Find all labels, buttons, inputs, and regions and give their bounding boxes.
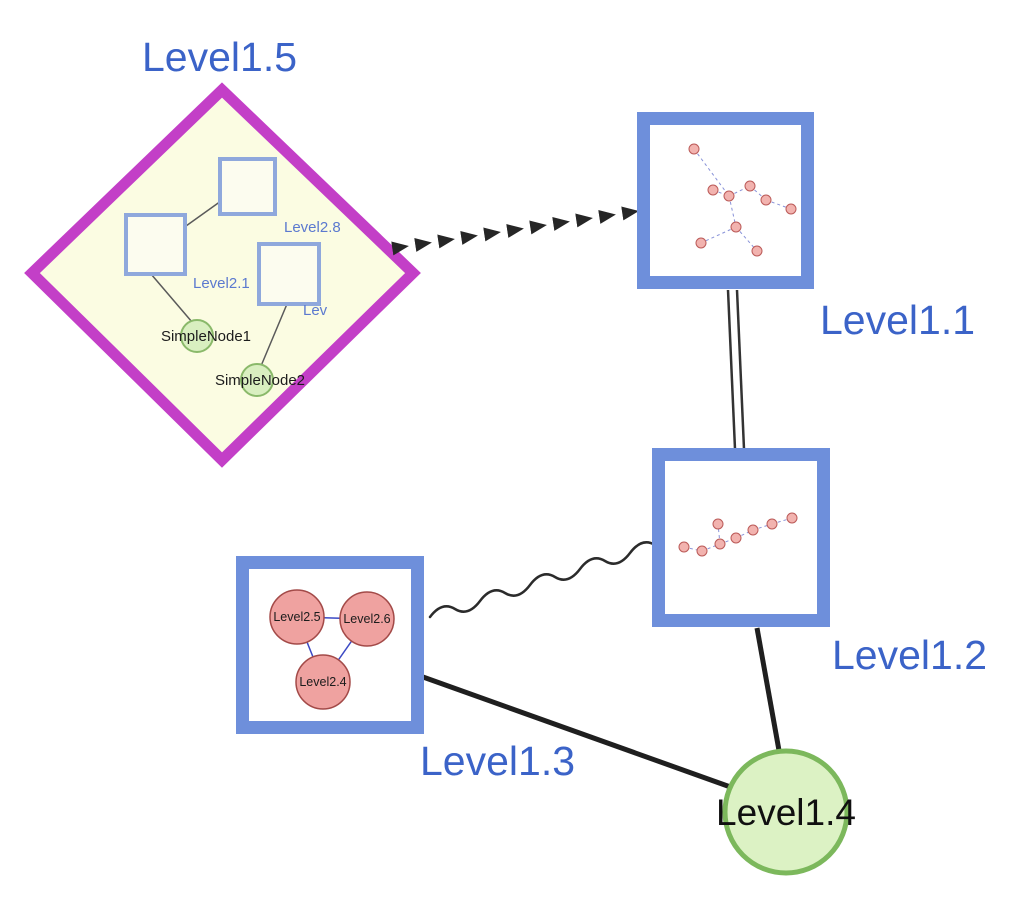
node-level1-5-diamond[interactable] bbox=[24, 82, 421, 468]
label-level2-6: Level2.6 bbox=[343, 612, 391, 626]
node-level2-5[interactable] bbox=[269, 589, 325, 645]
edge-level1-5-to-level1-1[interactable] bbox=[391, 206, 639, 256]
label-level2-8: Level2.8 bbox=[284, 219, 341, 236]
label-level1-5: Level1.5 bbox=[142, 34, 298, 80]
node-level1-1[interactable] bbox=[637, 112, 814, 289]
node-level2-4[interactable] bbox=[295, 654, 351, 710]
edge-level2-1-to-simplenode1[interactable] bbox=[150, 273, 193, 323]
label-level1-2: Level1.2 bbox=[832, 632, 988, 678]
label-simplenode1: SimpleNode1 bbox=[160, 328, 252, 345]
edge-level1-3-to-level1-4[interactable] bbox=[422, 674, 751, 797]
label-level2-4: Level2.4 bbox=[299, 675, 347, 689]
label-level2-1: Level2.1 bbox=[193, 275, 250, 292]
node-simplenode1[interactable] bbox=[180, 319, 214, 353]
node-level2-1[interactable] bbox=[124, 213, 187, 276]
edge-level1-1-to-level1-2[interactable] bbox=[726, 289, 746, 450]
label-level2-5: Level2.5 bbox=[273, 610, 321, 624]
label-level1-1: Level1.1 bbox=[820, 297, 976, 343]
node-level2-6[interactable] bbox=[339, 591, 395, 647]
label-level1-4: Level1.4 bbox=[716, 792, 856, 833]
edge-level1-2-to-level1-4[interactable] bbox=[754, 627, 783, 757]
node-simplenode2[interactable] bbox=[240, 363, 274, 397]
level1-1-subgraph-nodes[interactable] bbox=[688, 143, 797, 257]
label-level1-3: Level1.3 bbox=[420, 738, 576, 784]
node-level2-8[interactable] bbox=[218, 157, 277, 216]
level1-2-subgraph-nodes[interactable] bbox=[678, 512, 798, 557]
edge-level2-1-to-level2-8[interactable] bbox=[185, 200, 222, 227]
edge-lev-to-simplenode2[interactable] bbox=[260, 303, 288, 367]
node-lev[interactable] bbox=[257, 242, 321, 306]
label-lev: Lev bbox=[303, 302, 328, 319]
edge-level1-3-to-level1-2[interactable] bbox=[428, 541, 657, 619]
label-simplenode2: SimpleNode2 bbox=[214, 372, 306, 389]
node-level1-4[interactable] bbox=[722, 748, 850, 876]
